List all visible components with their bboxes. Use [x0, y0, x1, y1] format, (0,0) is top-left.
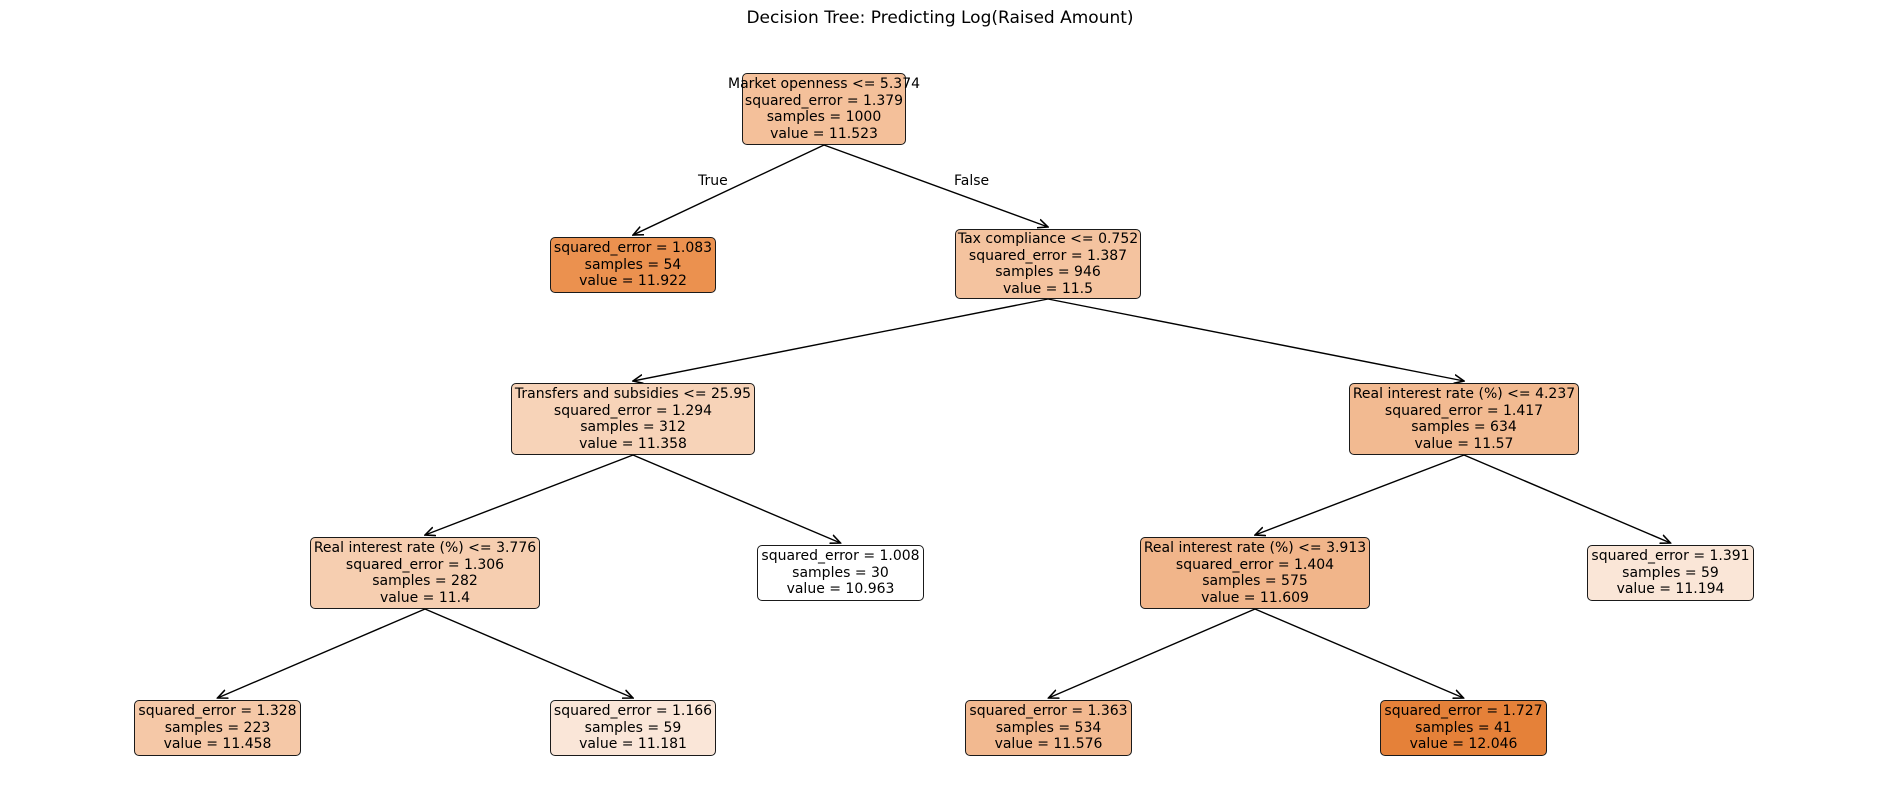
node-squared-error: squared_error = 1.306 — [345, 556, 505, 573]
tree-node-split: Tax compliance <= 0.752 squared_error = … — [955, 229, 1141, 299]
node-value: value = 11.523 — [770, 125, 878, 142]
branch-label-false: False — [954, 173, 990, 189]
tree-node-leaf: squared_error = 1.727 samples = 41 value… — [1380, 700, 1547, 756]
node-value: value = 11.57 — [1414, 435, 1514, 452]
node-samples: samples = 1000 — [766, 109, 882, 125]
tree-edge-n3-n6 — [632, 454, 841, 543]
node-squared-error: squared_error = 1.083 — [553, 240, 713, 257]
node-squared-error: squared_error = 1.379 — [744, 92, 904, 109]
node-squared-error: squared_error = 1.363 — [969, 703, 1128, 720]
tree-node-root: Market openness <= 5.374 squared_error =… — [728, 73, 920, 145]
tree-edge-n3-n5 — [425, 454, 634, 535]
tree-node-split: Real interest rate (%) <= 4.237 squared_… — [1349, 383, 1579, 455]
figure-title: Decision Tree: Predicting Log(Raised Amo… — [746, 8, 1134, 28]
node-squared-error: squared_error = 1.404 — [1175, 556, 1335, 573]
node-samples: samples = 634 — [1411, 419, 1517, 435]
node-squared-error: squared_error = 1.387 — [968, 247, 1128, 264]
node-value: value = 11.358 — [579, 435, 687, 452]
tree-node-leaf: squared_error = 1.083 samples = 54 value… — [550, 237, 716, 293]
node-samples: samples = 575 — [1202, 573, 1308, 589]
tree-edge-n7-n11 — [1049, 608, 1256, 698]
node-split: Real interest rate (%) <= 3.913 — [1143, 540, 1367, 556]
tree-edge-n7-n12 — [1254, 608, 1464, 698]
tree-edge-n0-n1 — [633, 144, 825, 235]
node-samples: samples = 282 — [372, 573, 478, 589]
node-samples: samples = 946 — [995, 264, 1101, 280]
tree-node-split: Real interest rate (%) <= 3.913 squared_… — [1140, 537, 1370, 609]
node-value: value = 11.5 — [1002, 280, 1094, 297]
node-squared-error: squared_error = 1.727 — [1384, 703, 1543, 720]
node-split: Transfers and subsidies <= 25.95 — [514, 386, 752, 402]
tree-node-split: Transfers and subsidies <= 25.95 squared… — [511, 383, 755, 455]
node-value: value = 10.963 — [786, 581, 895, 598]
node-value: value = 11.458 — [163, 736, 272, 753]
node-samples: samples = 534 — [995, 719, 1102, 736]
tree-node-split: Real interest rate (%) <= 3.776 squared_… — [310, 537, 540, 609]
node-squared-error: squared_error = 1.166 — [553, 703, 713, 720]
node-split: Real interest rate (%) <= 4.237 — [1352, 386, 1576, 402]
node-samples: samples = 59 — [1622, 564, 1719, 581]
tree-node-leaf: squared_error = 1.363 samples = 534 valu… — [965, 700, 1132, 756]
tree-node-leaf: squared_error = 1.391 samples = 59 value… — [1587, 545, 1754, 601]
node-value: value = 11.609 — [1201, 589, 1309, 606]
node-samples: samples = 59 — [584, 719, 682, 736]
node-value: value = 11.194 — [1616, 581, 1725, 598]
node-value: value = 11.181 — [579, 736, 687, 753]
node-samples: samples = 223 — [164, 719, 271, 736]
tree-edge-n4-n8 — [1463, 454, 1671, 543]
node-samples: samples = 30 — [792, 564, 889, 581]
tree-edge-n2-n3 — [633, 298, 1049, 381]
node-samples: samples = 41 — [1415, 719, 1512, 736]
tree-edge-n5-n9 — [218, 608, 426, 698]
node-squared-error: squared_error = 1.417 — [1384, 402, 1544, 419]
tree-node-leaf: squared_error = 1.166 samples = 59 value… — [550, 700, 716, 756]
node-value: value = 11.4 — [379, 589, 471, 606]
node-squared-error: squared_error = 1.294 — [553, 402, 713, 419]
tree-node-leaf: squared_error = 1.328 samples = 223 valu… — [134, 700, 301, 756]
tree-edge-n4-n7 — [1255, 454, 1465, 535]
node-value: value = 12.046 — [1409, 736, 1518, 753]
branch-label-true: True — [698, 173, 728, 189]
node-squared-error: squared_error = 1.008 — [761, 548, 920, 565]
node-squared-error: squared_error = 1.328 — [138, 703, 297, 720]
node-squared-error: squared_error = 1.391 — [1591, 548, 1750, 565]
node-samples: samples = 54 — [584, 256, 682, 273]
tree-edge-n0-n2 — [823, 144, 1048, 227]
tree-edge-n2-n4 — [1047, 298, 1464, 381]
tree-edge-n5-n10 — [424, 608, 633, 698]
tree-node-leaf: squared_error = 1.008 samples = 30 value… — [757, 545, 924, 601]
node-value: value = 11.576 — [994, 736, 1103, 753]
node-split: Tax compliance <= 0.752 — [957, 231, 1139, 247]
node-value: value = 11.922 — [579, 273, 687, 290]
node-split: Real interest rate (%) <= 3.776 — [313, 540, 537, 556]
node-split: Market openness <= 5.374 — [727, 76, 921, 92]
node-samples: samples = 312 — [580, 419, 686, 435]
